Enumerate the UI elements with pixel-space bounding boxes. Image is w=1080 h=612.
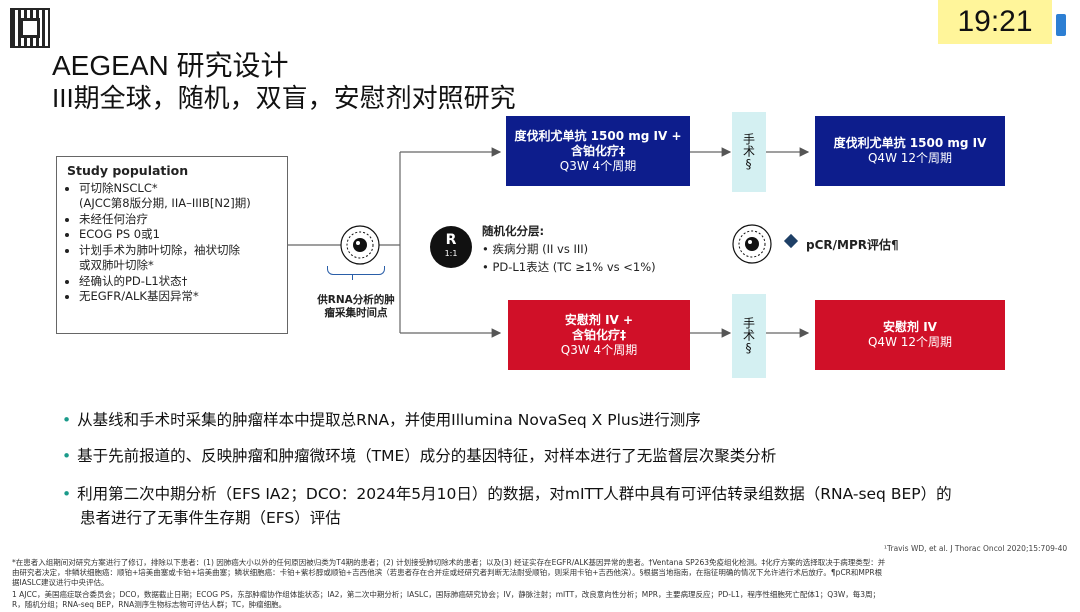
surgery-box-top: 手术§ [732,112,766,192]
randomization-letter: R [445,232,457,248]
placebo-neoadjuvant-box: 安慰剂 IV + 含铂化疗‡ Q3W 4个周期 [508,300,690,370]
footnote: *在患者入组期间对研究方案进行了修订，排除以下患者：(1) 因肺癌大小以外的任何… [12,558,886,567]
stratification-factor: • 疾病分期 (II vs III) [482,242,589,256]
arm-label: 度伐利尤单抗 1500 mg IV [833,136,987,150]
arm-label: 度伐利尤单抗 1500 mg IV + [514,128,682,143]
tumor-sample-icon [732,224,772,264]
list-item: 未经任何治疗 [79,212,279,228]
stratification-factor: • PD-L1表达 (TC ≥1% vs <1%) [482,260,656,274]
list-item: 经确认的PD-L1状态† [79,274,279,290]
stratification-block: 随机化分层: • 疾病分期 (II vs III) • PD-L1表达 (TC … [482,222,656,276]
list-item: 计划手术为肺叶切除，袖状切除 [79,243,279,259]
surgery-box-bottom: 手术§ [732,294,766,378]
arm-schedule: Q3W 4个周期 [559,158,637,173]
brace-icon [327,266,385,275]
tumor-sample-icon [340,225,380,265]
footnote: 1 AJCC，美国癌症联合委员会；DCO，数据截止日期；ECOG PS，东部肿瘤… [12,590,881,599]
brace-tip [352,274,353,280]
list-item: 无EGFR/ALK基因异常* [79,289,279,305]
slide-subtitle: III期全球，随机，双盲，安慰剂对照研究 [52,83,516,113]
randomization-circle: R 1:1 [430,226,472,268]
list-item: 可切除NSCLC* [79,181,279,197]
durvalumab-adjuvant-box: 度伐利尤单抗 1500 mg IV Q4W 12个周期 [815,116,1005,186]
arm-label: 安慰剂 IV + [564,312,634,327]
stratification-heading: 随机化分层: [482,224,545,238]
bullet-item: •从基线和手术时采集的肿瘤样本中提取总RNA，并使用Illumina NovaS… [62,411,701,429]
list-item-cont: 或双肺叶切除* [79,258,154,272]
arm-schedule: Q4W 12个周期 [867,335,953,349]
footnote: 据IASLC建议进行中央评估。 [12,578,109,587]
footnote: 由研究者决定，非鳞状细胞癌：顺铂+培美曲塞或卡铂+培美曲塞；鳞状细胞癌：卡铂+紫… [12,568,883,577]
arm-label: 含铂化疗‡ [570,143,625,158]
timer-badge: 19:21 [938,0,1052,44]
list-item: ECOG PS 0或1 [79,227,279,243]
bullet-item: •基于先前报道的、反映肿瘤和肿瘤微环境（TME）成分的基因特征，对样本进行了无监… [62,447,777,465]
arm-label: 含铂化疗‡ [571,327,626,342]
bullet-item-cont: 患者进行了无事件生存期（EFS）评估 [80,509,341,527]
slide-title: AEGEAN 研究设计 [52,50,289,81]
timer-tab-icon [1056,14,1066,36]
arm-label: 安慰剂 IV [883,320,937,334]
qr-code-icon [10,8,50,48]
sample-timepoint-note: 供RNA分析的肿瘤采集时间点 [317,294,395,319]
arm-schedule: Q3W 4个周期 [560,342,638,357]
reference: ¹Travis WD, et al. J Thorac Oncol 2020;1… [884,544,1068,553]
study-population-box: Study population 可切除NSCLC* (AJCC第8版分期, I… [56,156,288,334]
study-population-list: 可切除NSCLC* (AJCC第8版分期, IIA–IIIB[N2]期) 未经任… [65,181,279,305]
study-population-heading: Study population [67,163,189,178]
endpoint-label: pCR/MPR评估¶ [806,238,899,252]
list-item-cont: (AJCC第8版分期, IIA–IIIB[N2]期) [79,196,251,210]
placebo-adjuvant-box: 安慰剂 IV Q4W 12个周期 [815,300,1005,370]
footnote: R，随机分组；RNA-seq BEP，RNA测序生物标志物可评估人群；TC，肿瘤… [12,600,287,609]
randomization-ratio: 1:1 [444,249,458,258]
arm-schedule: Q4W 12个周期 [867,151,953,165]
bullet-item: •利用第二次中期分析（EFS IA2；DCO：2024年5月10日）的数据，对m… [62,485,952,503]
durvalumab-neoadjuvant-box: 度伐利尤单抗 1500 mg IV + 含铂化疗‡ Q3W 4个周期 [506,116,690,186]
